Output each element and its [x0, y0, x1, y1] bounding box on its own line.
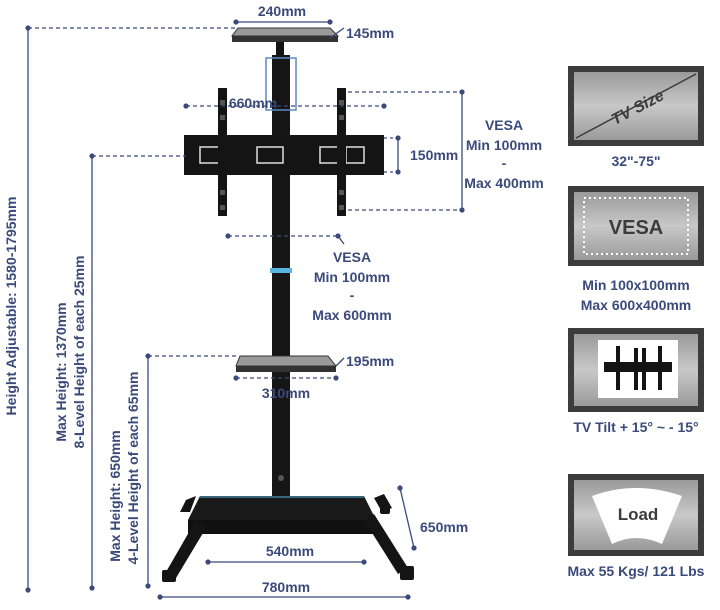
- vesa-bracket: [184, 88, 384, 216]
- vesa-caption-line2: Max 600x400mm: [581, 297, 692, 313]
- tilt-panel: [568, 328, 704, 412]
- vesa-bottom-title: VESA: [333, 249, 371, 265]
- mid-shelf-width-label: 310mm: [262, 385, 310, 401]
- max-height-upper-line1: Max Height: 1370mm: [53, 302, 69, 441]
- load-panel: Load: [568, 474, 704, 556]
- tilt-caption: TV Tilt + 15° ~ - 15°: [573, 419, 698, 435]
- max-height-upper-line2: 8-Level Height of each 25mm: [71, 256, 87, 449]
- tv-size-caption: 32"-75": [611, 153, 660, 169]
- max-height-lower-line2: 4-Level Height of each 65mm: [125, 372, 141, 565]
- bracket-width-label: 660mm: [229, 95, 277, 111]
- vesa-bottom-dash: -: [350, 287, 355, 303]
- tv-size-panel: TV Size: [568, 66, 704, 146]
- vesa-caption-line1: Min 100x100mm: [582, 277, 689, 293]
- dimension-lines: [25, 19, 465, 600]
- base-inner-width-label: 540mm: [266, 543, 314, 559]
- bracket-height-label: 150mm: [410, 147, 458, 163]
- vesa-right-min: Min 100mm: [466, 137, 542, 153]
- base-depth-label: 650mm: [420, 519, 468, 535]
- middle-shelf: [235, 355, 338, 372]
- vesa-panel: VESA: [568, 186, 704, 266]
- load-gauge-icon: [592, 488, 682, 544]
- vesa-right-max: Max 400mm: [464, 175, 543, 191]
- vesa-right-dash: -: [502, 155, 507, 171]
- stand-base: [162, 494, 414, 582]
- pole-hole: [278, 475, 284, 481]
- load-label: Load: [618, 505, 659, 524]
- dimension-labels: 240mm 145mm 660mm 150mm VESA Min 100mm -…: [3, 3, 544, 595]
- tilt-bracket-icon: [604, 346, 672, 390]
- pole-bracket-clamp: [265, 57, 297, 111]
- vesa-right-title: VESA: [485, 117, 523, 133]
- max-height-lower-line1: Max Height: 650mm: [107, 430, 123, 561]
- vesa-bottom-min: Min 100mm: [314, 269, 390, 285]
- vesa-bottom-max: Max 600mm: [312, 307, 391, 323]
- pole: [272, 55, 290, 510]
- load-caption: Max 55 Kgs/ 121 Lbs: [568, 563, 705, 579]
- pole-highlight-ring: [270, 268, 292, 273]
- vesa-panel-label: VESA: [609, 217, 663, 239]
- top-shelf: [231, 27, 340, 62]
- top-shelf-width-label: 240mm: [258, 3, 306, 19]
- height-adjustable-label: Height Adjustable: 1580-1795mm: [3, 197, 19, 416]
- top-shelf-depth-label: 145mm: [346, 25, 394, 41]
- base-outer-width-label: 780mm: [262, 579, 310, 595]
- tv-stand: [162, 27, 414, 582]
- mid-shelf-depth-label: 195mm: [346, 353, 394, 369]
